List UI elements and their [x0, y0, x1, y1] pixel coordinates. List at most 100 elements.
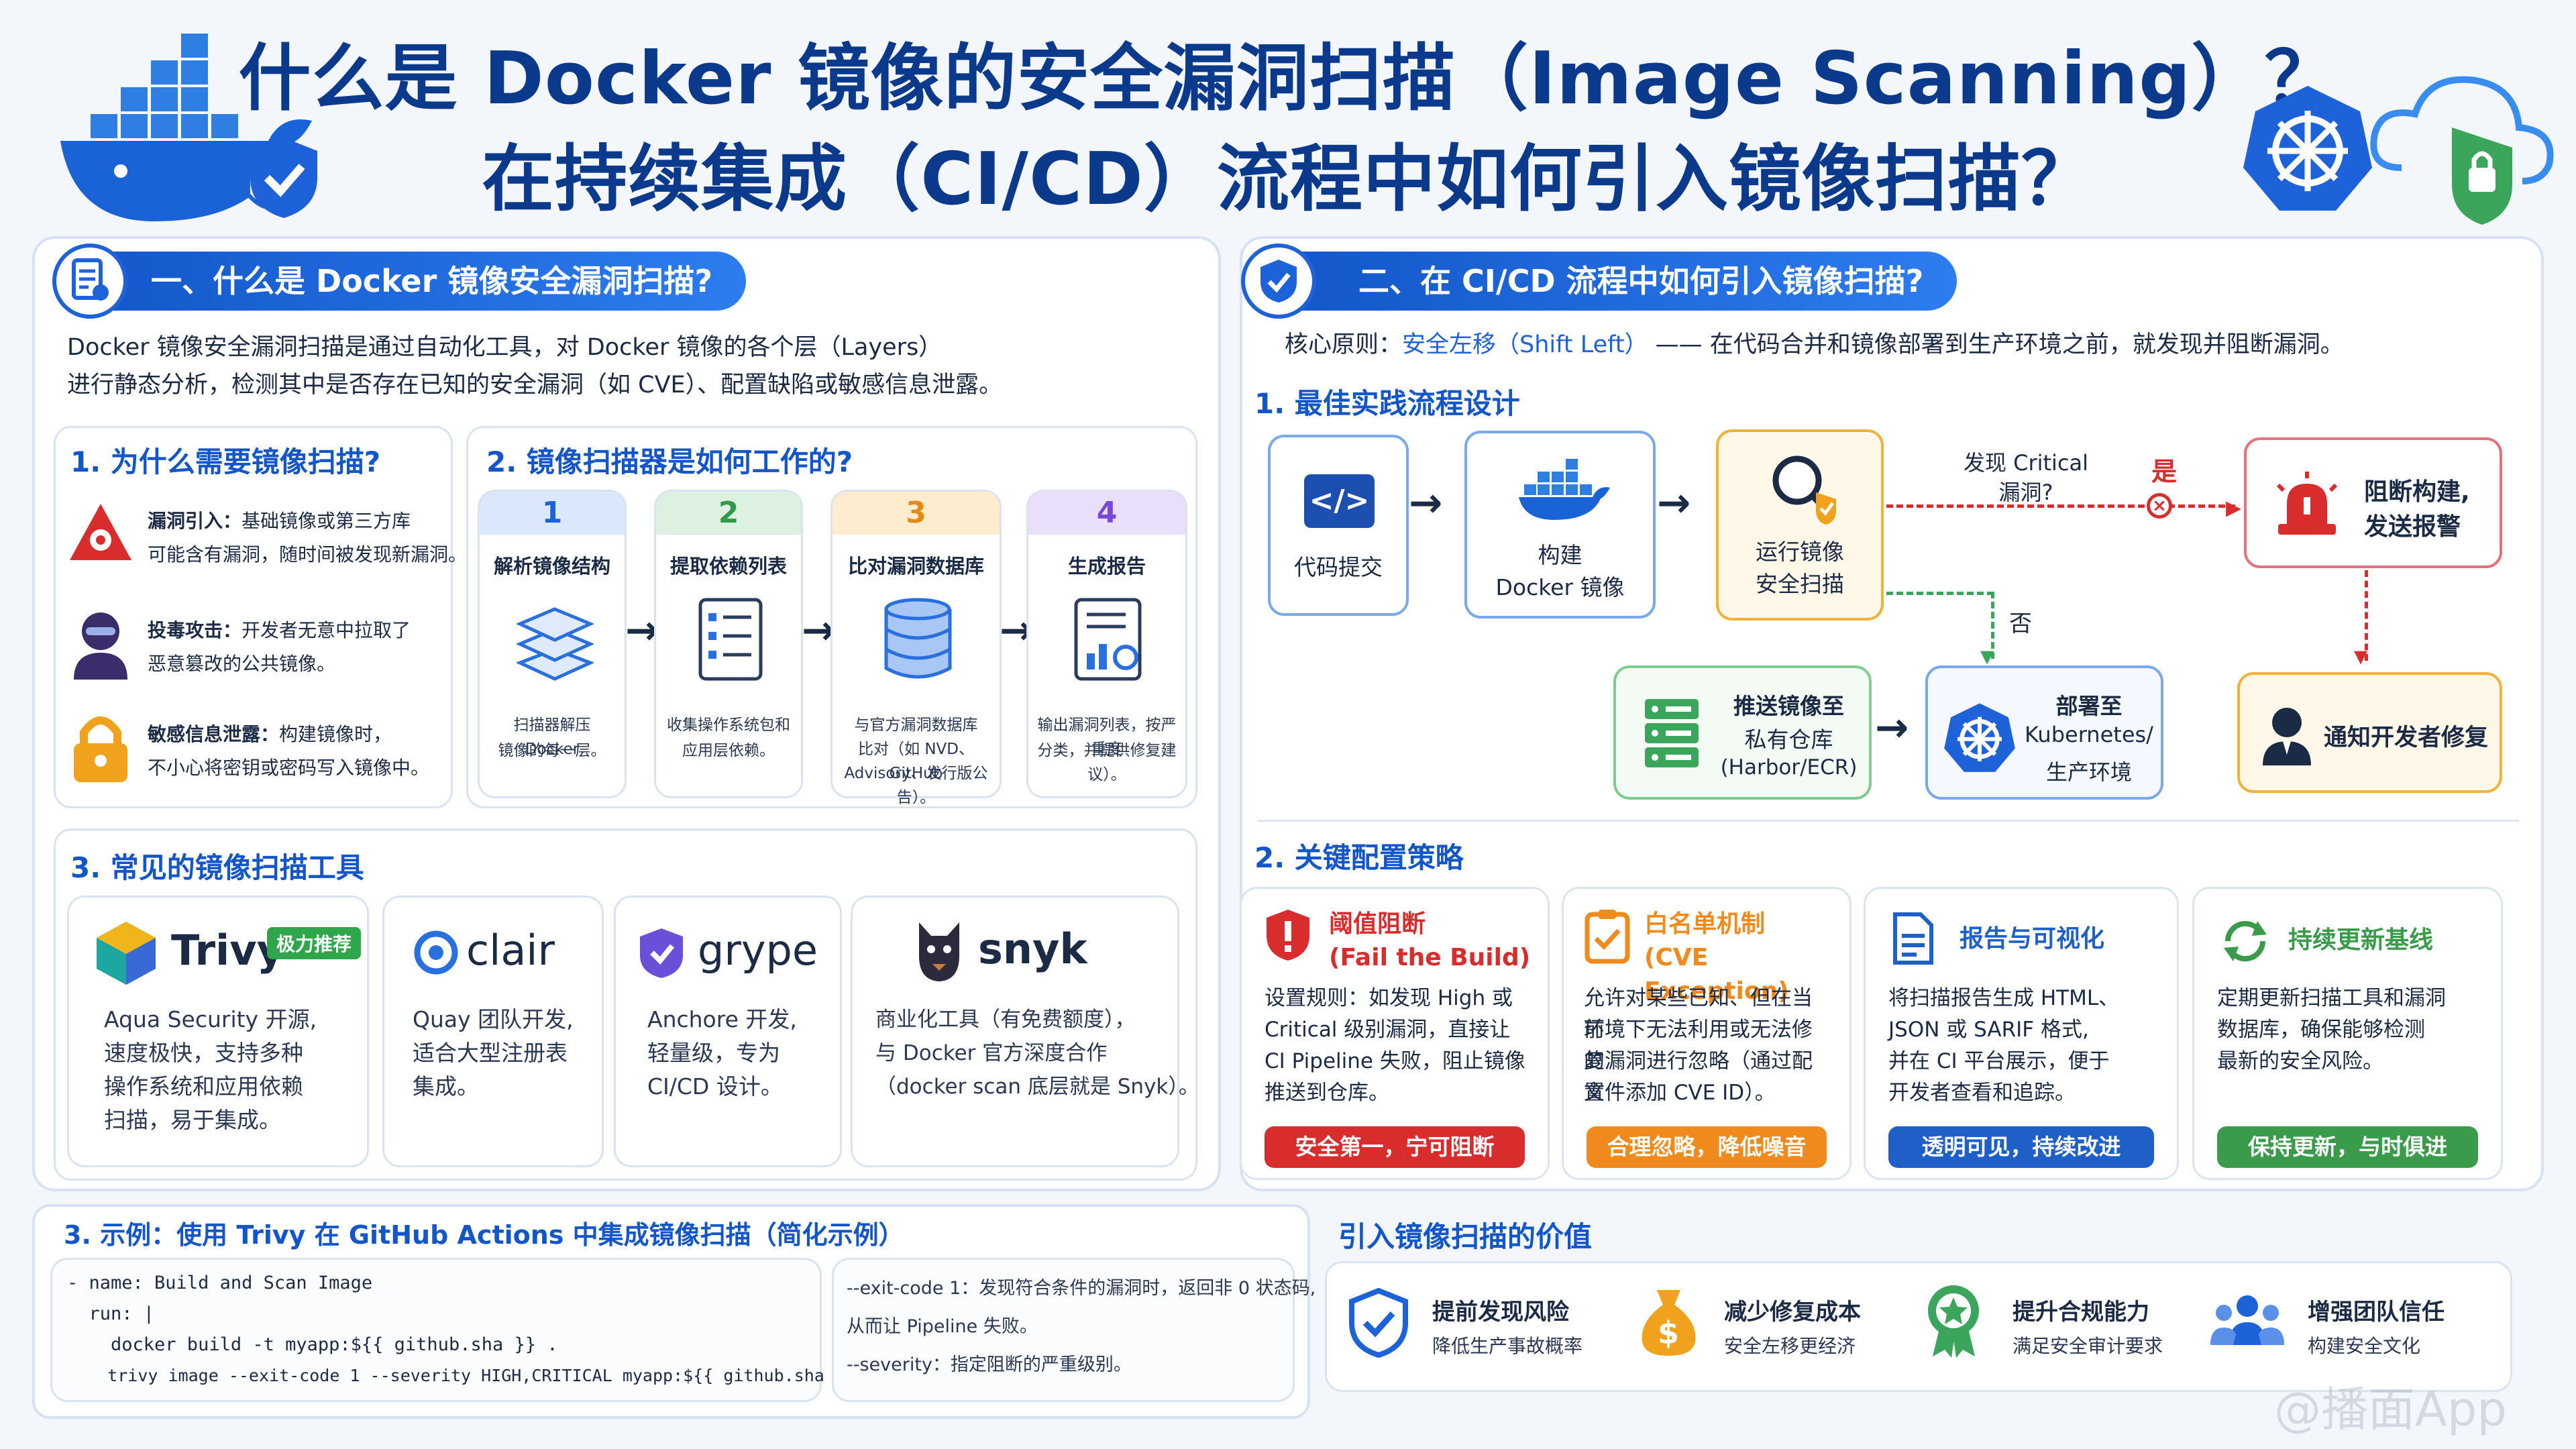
stop-circle-icon: × [2147, 493, 2172, 519]
config-update-tag: 保持更新，与时俱进 [2217, 1126, 2478, 1168]
tool-snyk-desc-2: 与 Docker 官方深度合作 [875, 1041, 1108, 1065]
cloud-lock-icon [2361, 54, 2563, 228]
config-whitelist-body-2: 环境下无法利用或无法修复 [1584, 1018, 1813, 1073]
flow-divider [1258, 820, 2519, 822]
config-card-whitelist: 白名单机制 (CVE Exception) 允许对某些已知、但在当前 环境下无法… [1562, 887, 1851, 1180]
lock-icon [67, 711, 134, 785]
step-3-desc-2: 比对（如 NVD、GitHub [858, 741, 974, 782]
tool-grype-name: grype [698, 926, 818, 975]
flow-arrow-2: → [1657, 480, 1691, 527]
flow-block-label-1: 阻断构建, [2364, 478, 2470, 506]
flow-build-label-2: Docker 镜像 [1495, 574, 1625, 600]
flow-block-to-notify-line [2365, 570, 2368, 661]
tool-grype-card [614, 896, 842, 1167]
flow-notify: 通知开发者修复 [2237, 672, 2502, 793]
tool-snyk-desc-3: （docker scan 底层就是 Snyk）。 [875, 1075, 1199, 1099]
step-3-card: 3 比对漏洞数据库 与官方漏洞数据库 比对（如 NVD、GitHub Advis… [830, 490, 1002, 806]
flow-push-label-2: 私有仓库 [1744, 727, 1833, 753]
principle-rest: —— 在代码合并和镜像部署到生产环境之前，就发现并阻断漏洞。 [1648, 331, 2344, 358]
flow-yes-arrowhead: ▸ [2226, 488, 2242, 525]
kubernetes-wheel-icon [1943, 700, 2017, 777]
step-2-desc-1: 收集操作系统包和 [667, 716, 790, 734]
trivy-logo-icon [94, 919, 158, 989]
tool-trivy-desc-4: 扫描，易于集成。 [104, 1107, 281, 1133]
title-line-2: 在持续集成（CI/CD）流程中如何引入镜像扫描？ [482, 138, 2094, 221]
server-registry-icon [1642, 696, 1702, 773]
value-3-sub: 满足安全审计要求 [2012, 1335, 2163, 1357]
config-whitelist-tag: 合理忽略，降低噪音 [1587, 1126, 1827, 1168]
flow-push-label-3: (Harbor/ECR) [1720, 755, 1858, 780]
flow-title: 1. 最佳实践流程设计 [1254, 387, 1520, 420]
flow-push: 推送镜像至 私有仓库 (Harbor/ECR) [1613, 665, 1872, 800]
config-card-report: 报告与可视化 将扫描报告生成 HTML、 JSON 或 SARIF 格式, 并在… [1864, 887, 2179, 1180]
clair-logo-icon [413, 929, 460, 979]
code-line-4: trivy image --exit-code 1 --severity HIG… [67, 1366, 855, 1385]
example-title: 3. 示例：使用 Trivy 在 GitHub Actions 中集成镜像扫描（… [64, 1220, 904, 1250]
config-whitelist-body-1: 允许对某些已知、但在当前 [1584, 986, 1813, 1042]
code-block [50, 1258, 822, 1402]
why-item-1-bold: 漏洞引入： [148, 510, 242, 532]
step-3-desc-1: 与官方漏洞数据库 [854, 716, 978, 734]
config-report-body-3: 并在 CI 平台展示，便于 [1888, 1049, 2110, 1073]
why-item-2-bold: 投毒攻击： [148, 619, 242, 641]
flow-arrow-1: → [1409, 480, 1443, 527]
report-document-icon [1891, 912, 1935, 968]
why-item-3-text1: 构建镜像时， [279, 723, 392, 745]
shield-check-badge-icon [1241, 244, 1316, 319]
principle-prefix: 核心原则： [1285, 331, 1403, 358]
hacker-icon [67, 607, 134, 681]
why-item-2: 投毒攻击：开发者无意中拉取了 恶意篡改的公共镜像。 [148, 614, 411, 681]
shield-alert-icon [1265, 908, 1311, 965]
clipboard-check-icon [1584, 908, 1631, 967]
config-report-tag: 透明可见，持续改进 [1888, 1126, 2154, 1168]
flow-build: 构建 Docker 镜像 [1464, 431, 1656, 619]
flow-scan-label-2: 安全扫描 [1756, 571, 1844, 597]
code-note-block [832, 1258, 1295, 1402]
list-document-icon [696, 596, 767, 686]
why-item-3: 敏感信息泄露：构建镜像时， 不小心将密钥或密码写入镜像中。 [148, 718, 429, 785]
flow-no-dashed-line-h [1886, 592, 1994, 595]
snyk-dog-logo-icon [912, 916, 966, 985]
step-1-desc-1: 扫描器解压 Docker [513, 716, 591, 758]
step-1-number: 1 [480, 492, 625, 535]
step-2-title: 提取依赖列表 [669, 555, 787, 578]
flow-scan-label-1: 运行镜像 [1756, 539, 1844, 565]
intro-line-1: Docker 镜像安全漏洞扫描是通过自动化工具，对 Docker 镜像的各个层（… [67, 334, 943, 361]
value-2-title: 减少修复成本 [1724, 1299, 1861, 1326]
step-4-desc-1: 输出漏洞列表，按严重度 [1037, 716, 1177, 758]
layers-icon [515, 596, 595, 686]
tools-title: 3. 常见的镜像扫描工具 [70, 851, 364, 884]
value-3-title: 提升合规能力 [2012, 1299, 2149, 1326]
why-item-2-text1: 开发者无意中拉取了 [241, 619, 411, 641]
shield-check-value-icon [1348, 1287, 1409, 1361]
config-whitelist-title-1: 白名单机制 [1644, 910, 1766, 938]
document-icon [52, 244, 127, 319]
virus-warning-icon [67, 500, 134, 567]
alarm-siren-icon [2270, 470, 2344, 540]
config-report-body-1: 将扫描报告生成 HTML、 [1888, 986, 2120, 1010]
flow-notify-label: 通知开发者修复 [2324, 724, 2489, 751]
config-threshold-title-1: 阈值阻断 [1329, 910, 1426, 938]
step-4-number: 4 [1028, 492, 1185, 535]
money-bag-icon: $ [1637, 1285, 1701, 1361]
value-strip [1325, 1261, 2512, 1392]
step-3-number: 3 [833, 492, 1000, 535]
right-section-title: 二、在 CI/CD 流程中如何引入镜像扫描? [1271, 252, 1957, 311]
how-title: 2. 镜像扫描器是如何工作的? [486, 445, 853, 478]
decision-yes-label: 是 [2151, 457, 2178, 486]
value-1-sub: 降低生产事故概率 [1432, 1335, 1583, 1357]
why-title: 1. 为什么需要镜像扫描? [70, 445, 381, 478]
flow-push-label-1: 推送镜像至 [1733, 693, 1844, 719]
code-note-3: --severity：指定阻断的严重级别。 [847, 1354, 1132, 1375]
step-1-desc-2: 镜像的每一层。 [498, 742, 606, 759]
step-4-desc-2: 分类，并提供修复建议）。 [1037, 742, 1177, 784]
flow-notify-arrowhead: ▾ [2354, 641, 2368, 672]
flow-deploy-label-3: 生产环境 [2045, 759, 2132, 785]
config-threshold-body-4: 推送到仓库。 [1265, 1081, 1389, 1105]
config-report-body-4: 开发者查看和追踪。 [1888, 1081, 2076, 1105]
why-item-2-text2: 恶意篡改的公共镜像。 [148, 653, 336, 675]
flow-block: 阻断构建, 发送报警 [2244, 437, 2502, 568]
flow-scan: 运行镜像 安全扫描 [1716, 429, 1884, 621]
config-whitelist-body-4: 文件添加 CVE ID）。 [1584, 1081, 1776, 1105]
database-icon [883, 596, 953, 686]
